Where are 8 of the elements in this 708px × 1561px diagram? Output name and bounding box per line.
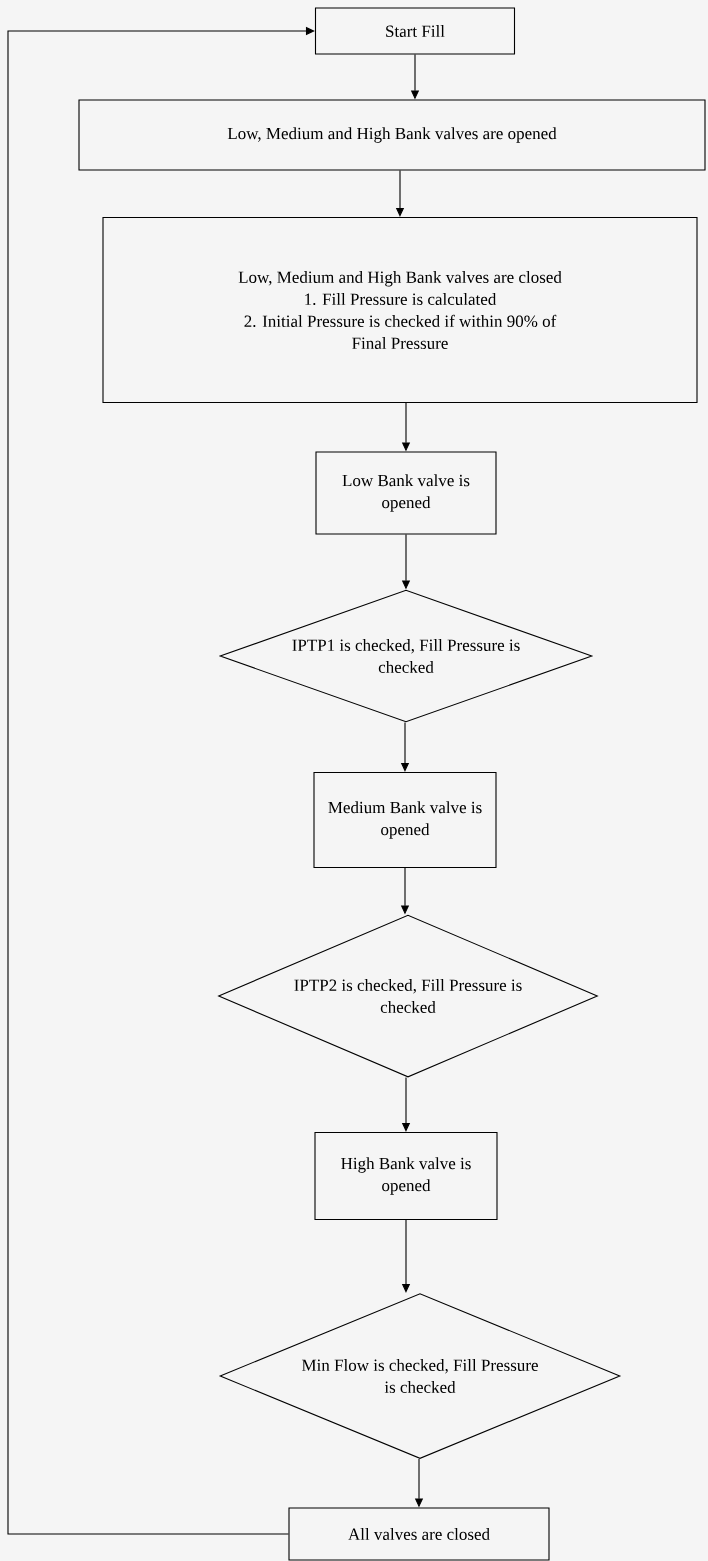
process-box: Medium Bank valve is opened bbox=[313, 771, 497, 869]
process-box: High Bank valve is opened bbox=[314, 1131, 498, 1221]
process-box: All valves are closed bbox=[288, 1507, 550, 1561]
process-box: Low, Medium and High Bank valves are closed 1. Fill Pressure is calculated 2. Initial Pressure is checked if within 90% of Final Pressure bbox=[102, 216, 698, 404]
process-box: Start Fill bbox=[314, 7, 516, 55]
process-box: Low Bank valve is opened bbox=[315, 451, 497, 535]
arrow bbox=[7, 26, 315, 1535]
process-box: Low, Medium and High Bank valves are opened bbox=[78, 99, 706, 171]
